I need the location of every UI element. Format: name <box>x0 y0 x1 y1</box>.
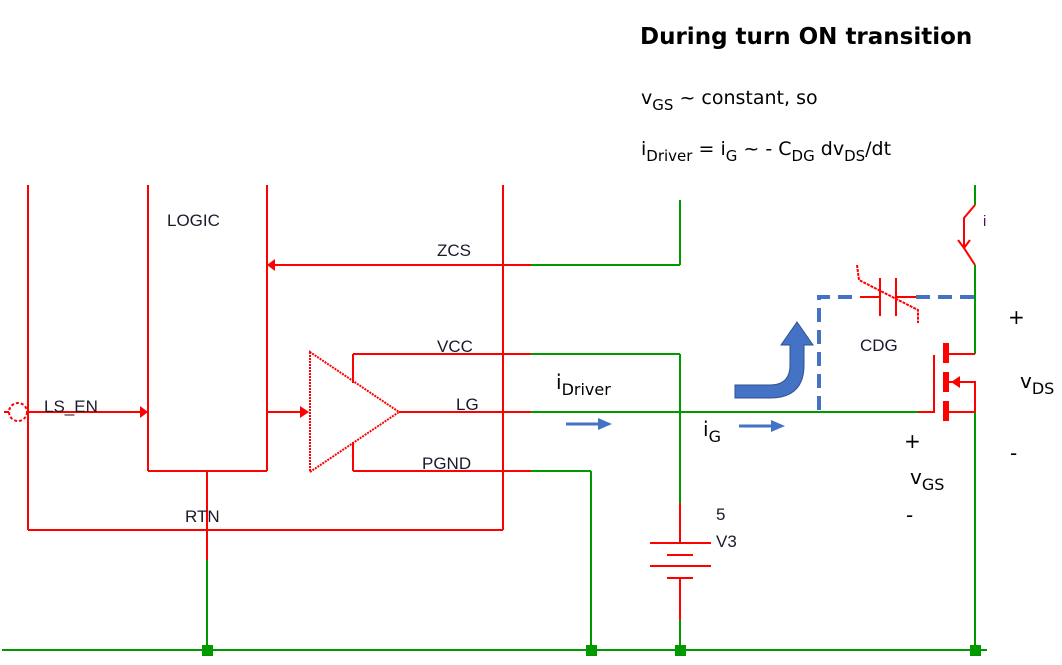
lg-net: LG <box>399 395 918 414</box>
driver-current-equation: iDriver = iG ~ - CDG dvDS/dt <box>641 138 891 165</box>
slide-title: During turn ON transition <box>640 24 972 50</box>
vgs-constant-statement: vGS ~ constant, so <box>641 87 818 114</box>
source-name: V3 <box>716 532 737 551</box>
mosfet-icon <box>918 343 976 421</box>
junction-node <box>675 645 686 656</box>
vgs-label: vGS <box>910 465 944 494</box>
i-g-label: iG <box>703 417 721 446</box>
vgs-plus: + <box>904 429 921 453</box>
logic-label: LOGIC <box>167 211 220 230</box>
arrow-left-icon <box>267 259 275 271</box>
junction-node <box>970 645 981 656</box>
vcc-label: VCC <box>437 337 473 356</box>
junction-node <box>202 645 213 656</box>
arrow-right-icon <box>739 420 785 432</box>
vds-label: vDS <box>1020 369 1054 398</box>
current-probe-icon: i <box>957 204 986 266</box>
vgs-minus: - <box>906 503 913 527</box>
zcs-label: ZCS <box>437 241 471 260</box>
i-driver-label: iDriver <box>556 370 611 399</box>
rtn-label: RTN <box>185 507 220 526</box>
cdg-current-path <box>817 295 860 410</box>
pgnd-net: PGND <box>352 442 592 650</box>
ls-en-label: LS_EN <box>44 397 98 416</box>
voltage-source-v3: 5 V3 <box>650 503 737 650</box>
lg-label: LG <box>456 395 479 414</box>
ic-outline <box>27 185 504 531</box>
arrow-right-icon <box>566 418 612 430</box>
curved-arrow-up-icon <box>734 321 814 399</box>
ls-en-input: LS_EN <box>4 397 148 422</box>
vcc-net: VCC <box>352 337 681 503</box>
cdg-capacitor-icon: CDG <box>856 264 919 355</box>
arrow-right-icon <box>140 406 148 418</box>
vds-minus: - <box>1010 441 1017 465</box>
current-probe-label: i <box>983 213 986 230</box>
junction-node <box>586 645 597 656</box>
cdg-label: CDG <box>860 336 898 355</box>
arrow-right-icon <box>300 406 309 418</box>
input-port-icon <box>8 402 28 422</box>
logic-block: LOGIC <box>147 185 268 472</box>
source-value: 5 <box>716 505 725 524</box>
vds-plus: + <box>1008 305 1025 329</box>
zcs-signal: ZCS <box>267 200 681 271</box>
gate-driver-buffer-icon <box>309 350 401 474</box>
pgnd-label: PGND <box>422 454 471 473</box>
